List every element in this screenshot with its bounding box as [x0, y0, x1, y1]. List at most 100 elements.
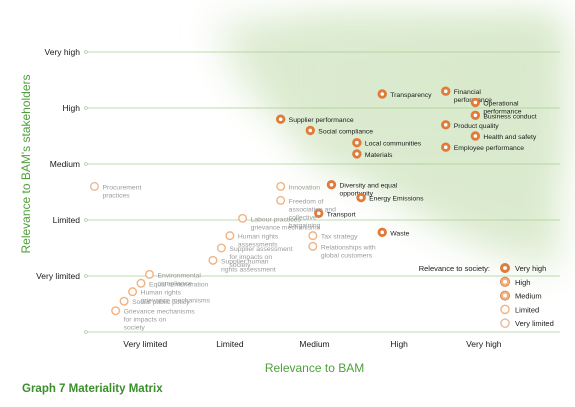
point-label: Waste [390, 230, 409, 237]
point-label-line: for impacts on [229, 254, 272, 261]
point-marker-center [443, 122, 448, 127]
point-label: Supplier performance [289, 117, 354, 124]
point-label-line: Financial [454, 89, 482, 96]
point-label-line: society [229, 262, 251, 269]
point-marker-center [443, 89, 448, 94]
point-label: Health and safety [483, 134, 536, 141]
data-points: Transparency Financial performanceOperatio… [89, 86, 537, 332]
point-marker [111, 306, 121, 316]
x-tick-label: Very high [466, 339, 502, 349]
x-tick-label: High [390, 339, 408, 349]
point-label-line: Transport [327, 211, 356, 218]
shade-core [300, 18, 560, 168]
point-label-line: Innovation [289, 184, 321, 191]
y-tick-label: Very high [45, 47, 81, 57]
point-marker [276, 195, 286, 205]
point-marker-center [380, 230, 385, 235]
gridline-marker [84, 218, 88, 222]
y-tick-label: Limited [53, 215, 81, 225]
point-label-line: Freedom of [289, 198, 324, 205]
x-tick-label: Medium [299, 339, 329, 349]
gridlines [84, 50, 560, 334]
point-label-line: Energy Emissions [369, 196, 424, 203]
legend-label: Limited [515, 305, 539, 314]
legend-marker [500, 304, 510, 315]
point-marker [308, 241, 318, 251]
gridline-marker [84, 50, 88, 54]
point-label-line: Employee performance [454, 145, 524, 152]
point-label-line: Health and safety [483, 134, 536, 141]
point-label: Business conduct [483, 113, 536, 120]
point-label-line: bargaining [289, 222, 321, 229]
point-label-line: Human rights [238, 234, 279, 241]
point-label: Social public policy [132, 299, 190, 306]
point-label-line: Supplier assessment [229, 246, 292, 253]
point-marker [144, 269, 154, 279]
point-label-line: society [124, 325, 146, 332]
point-marker-center [473, 113, 478, 118]
point-marker [89, 181, 99, 191]
point-label-line: Tax strategy [321, 234, 358, 241]
point-marker [119, 296, 129, 306]
point-label-line: Transparency [390, 92, 432, 99]
point-label-line: assessments [238, 242, 278, 249]
point-label-line: Diversity and equal [339, 183, 397, 190]
point-label-line: Grievance mechanisms [124, 309, 196, 316]
x-tick-label: Very limited [123, 339, 167, 349]
highlight-region [213, 18, 561, 275]
legend-label: Medium [515, 292, 542, 301]
legend-label: Very limited [515, 319, 554, 328]
point-label-line: Social public policy [132, 299, 190, 306]
point-label-line: grievance mechanisms [251, 224, 321, 231]
point-label-line: collective [289, 214, 317, 221]
point-marker-center [308, 128, 313, 133]
point-marker-center [355, 140, 359, 145]
gridline-marker [84, 162, 88, 166]
legend: Relevance to society: Very highHighMedium… [419, 262, 554, 329]
point-label-line: rights assessment [221, 266, 276, 273]
point-marker [225, 231, 235, 241]
gridline-marker [84, 106, 88, 110]
point-label-line: Waste [390, 230, 409, 237]
gridline-marker [84, 274, 88, 278]
point-marker-center [473, 134, 478, 138]
legend-marker-center [503, 266, 507, 270]
y-tick-label: Very limited [36, 271, 80, 281]
point-label-line: Operational [483, 100, 519, 107]
point-label: Employee performance [454, 145, 524, 152]
point-label-line: Business conduct [483, 113, 536, 120]
point-marker-center [355, 152, 359, 156]
legend-label: High [515, 278, 530, 287]
point-label: Equal remuneration [149, 281, 209, 288]
point-marker-center [473, 100, 478, 105]
point-marker-center [443, 145, 448, 150]
x-axis-title: Relevance to BAM [265, 361, 364, 375]
point-label-line: Procurement [102, 184, 141, 191]
point-marker [308, 231, 318, 241]
point-label-line: Relationships with [321, 244, 376, 251]
point-label-line: Labour practices [251, 216, 302, 223]
legend-title: Relevance to society: [419, 264, 490, 273]
point-label-line: association and [289, 206, 336, 213]
point-label: Energy Emissions [369, 196, 424, 203]
point-label-line: performance [483, 108, 521, 115]
point-label-line: grievance mechanisms [141, 298, 211, 305]
point-marker [128, 287, 138, 297]
legend-label: Very high [515, 264, 546, 273]
point-label-line: Local communities [365, 141, 422, 148]
point-label-line: Social compliance [318, 128, 373, 135]
point-marker [276, 181, 286, 191]
legend-marker [500, 318, 510, 329]
point-label: Product quality [454, 123, 500, 130]
legend-marker-center [503, 293, 507, 298]
